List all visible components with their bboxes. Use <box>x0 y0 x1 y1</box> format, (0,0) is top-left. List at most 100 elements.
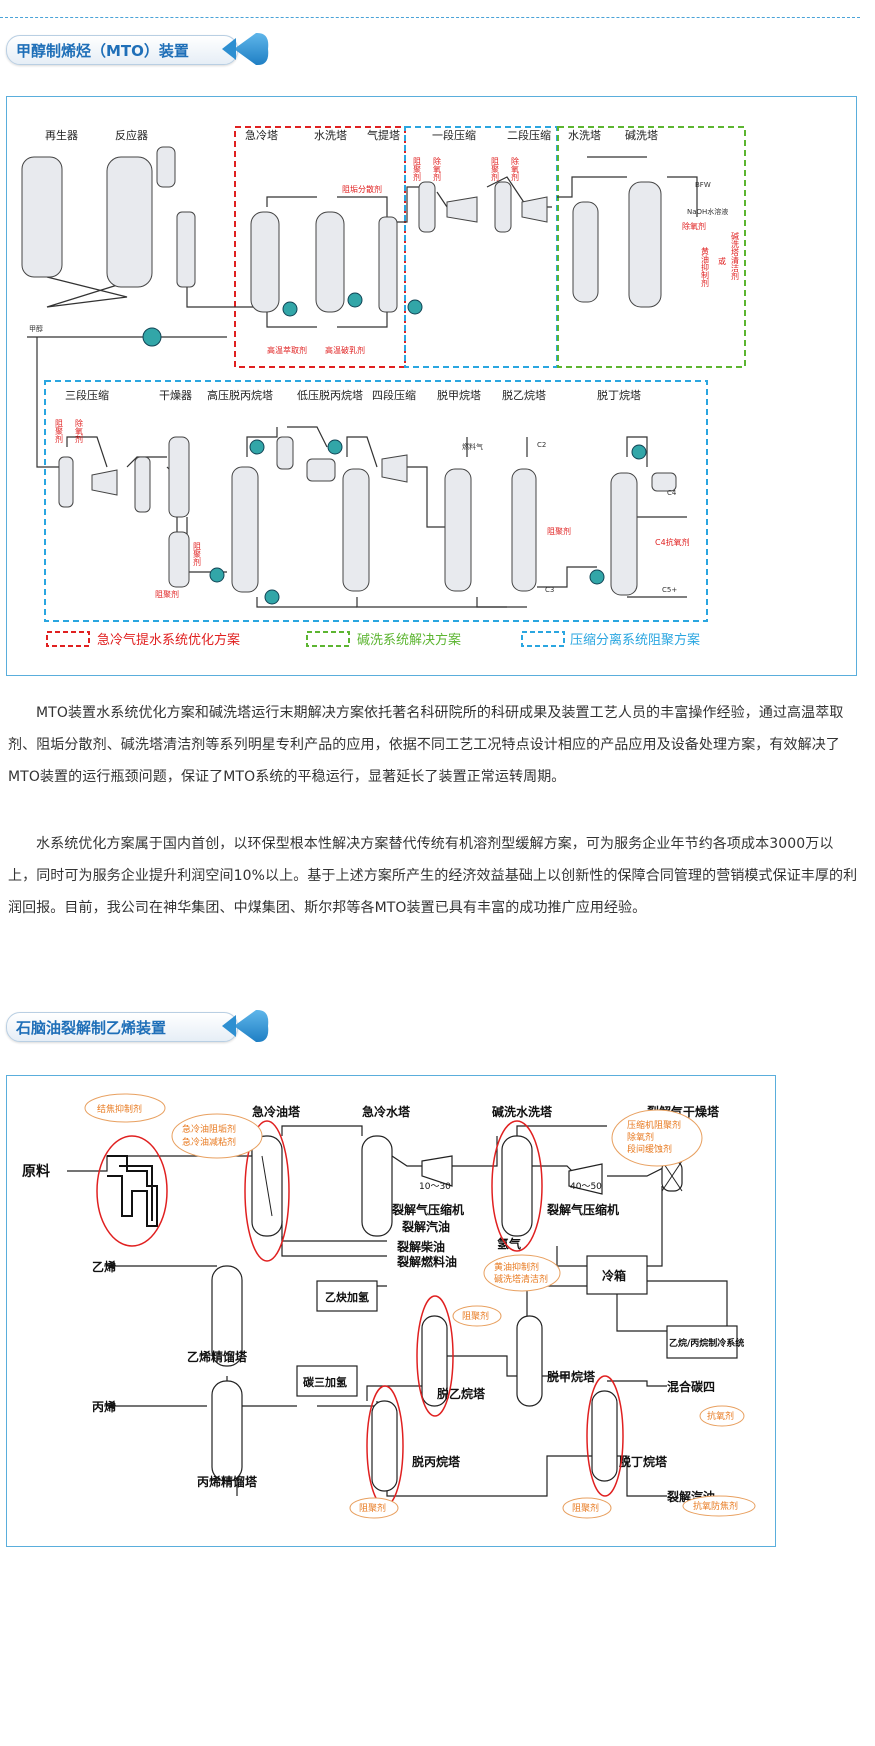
label-quench-tower: 急冷塔 <box>245 128 278 142</box>
bubble-inhibitor-2: 阻聚剂 <box>359 1502 386 1514</box>
label-caustic-tower: 碱洗塔 <box>625 129 658 142</box>
label-reactor: 反应器 <box>115 128 148 142</box>
bubble-inhibitor-3: 阻聚剂 <box>572 1502 599 1514</box>
note-inhibitor-4: 阻聚剂 <box>193 542 202 567</box>
legend-caustic: 碱洗系统解决方案 <box>357 632 461 648</box>
arrow-left-icon <box>222 32 269 66</box>
label-c3: C3 <box>545 586 554 594</box>
note-extractant: 高温萃取剂 <box>267 345 307 355</box>
legend: 急冷气提水系统优化方案 碱洗系统解决方案 压缩分离系统阻聚方案 <box>46 631 700 648</box>
arrow-left-icon <box>222 1009 269 1043</box>
label-regenerator: 再生器 <box>45 128 78 142</box>
label-methanol: 甲醇 <box>29 324 43 333</box>
label-c4: C4 <box>667 489 677 497</box>
label-propylene: 丙烯 <box>92 1399 116 1414</box>
label-depropanizer: 脱丙烷塔 <box>412 1454 461 1469</box>
note-inhibitor-5: 阻聚剂 <box>155 589 179 599</box>
bubble-antioxidant: 抗氧剂 <box>707 1410 734 1422</box>
bubble-yellow-oil: 黄油抑制剂 <box>494 1261 539 1273</box>
note-deoxidant-2: 除氧剂 <box>511 156 520 182</box>
label-compressor-1: 裂解气压缩机 <box>391 1202 464 1217</box>
note-inhibitor-3: 阻聚剂 <box>55 419 64 444</box>
label-deethanizer: 脱乙烷塔 <box>502 388 546 402</box>
label-hp-depropanizer: 高压脱丙烷塔 <box>207 388 273 402</box>
label-compressor-2: 裂解气压缩机 <box>546 1202 619 1217</box>
label-fuel-gas: 燃料气 <box>462 442 483 451</box>
label-stripper: 气提塔 <box>367 128 400 142</box>
note-inhibitor-1: 阻聚剂 <box>413 157 422 182</box>
label-feed: 原料 <box>22 1163 50 1180</box>
note-inhibitor-6: 阻聚剂 <box>547 526 571 536</box>
bubble-quench-viscosity: 急冷油减粘剂 <box>182 1136 236 1148</box>
label-debutanizer: 脱丁烷塔 <box>619 1454 668 1469</box>
note-inhibitor-2: 阻聚剂 <box>491 157 500 182</box>
label-caustic-wash-tower: 碱洗水洗塔 <box>492 1104 553 1119</box>
title-pill <box>6 1012 238 1042</box>
label-stage-ratio-2: 40～50 <box>570 1182 602 1192</box>
label-cold-box: 冷箱 <box>602 1268 626 1283</box>
label-deethanizer: 脱乙烷塔 <box>437 1386 486 1401</box>
label-c2: C2 <box>537 441 546 449</box>
label-lp-depropanizer: 低压脱丙烷塔 <box>297 388 363 402</box>
label-water-wash-2: 水洗塔 <box>568 129 601 142</box>
label-compress-3: 三段压缩 <box>65 388 109 402</box>
label-acetylene-hydro: 乙炔加氢 <box>325 1290 369 1304</box>
note-caustic-cleaner: 碱洗塔清洁剂 <box>731 232 740 281</box>
cracking-furnace-coil <box>107 1155 158 1227</box>
label-bfw: BFW <box>695 181 711 189</box>
label-cracked-gasoline-1: 裂解汽油 <box>401 1219 450 1234</box>
region-compression-1 <box>404 126 558 368</box>
mto-flow-svg: 再生器 反应器 急冷塔 水洗塔 气提塔 一段压缩 二段压缩 水洗塔 碱洗塔 三段… <box>21 126 746 648</box>
note-scale-dispersant: 阻垢分散剂 <box>342 184 382 194</box>
bubble-deoxidant: 除氧剂 <box>627 1131 654 1143</box>
naphtha-cracking-diagram: 急冷油塔 急冷水塔 碱洗水洗塔 裂解气干燥塔 原料 10～30 裂解气压缩机 4… <box>6 1075 776 1547</box>
mto-process-diagram: 再生器 反应器 急冷塔 水洗塔 气提塔 一段压缩 二段压缩 水洗塔 碱洗塔 三段… <box>6 96 857 676</box>
label-naoh: NaOH水溶液 <box>687 207 728 216</box>
label-refrigeration: 乙烷/丙烷制冷系统 <box>669 1337 744 1349</box>
bubble-inhibitor-1: 阻聚剂 <box>462 1310 489 1322</box>
note-c4-antioxidant: C4抗氧剂 <box>655 537 690 547</box>
label-dryer: 干燥器 <box>159 389 192 402</box>
note-deoxidant-1: 除氧剂 <box>433 156 442 182</box>
note-deoxidant-4: 除氧剂 <box>75 418 84 444</box>
label-ethylene-fractionator: 乙烯精馏塔 <box>187 1349 248 1364</box>
title-pill <box>6 35 238 65</box>
label-demethanizer: 脱甲烷塔 <box>547 1369 596 1384</box>
label-compress-1: 一段压缩 <box>432 128 476 142</box>
label-c3-hydro: 碳三加氢 <box>303 1375 347 1389</box>
bubble-compressor-inhibitor: 压缩机阻聚剂 <box>627 1119 681 1131</box>
naphtha-flow-svg: 急冷油塔 急冷水塔 碱洗水洗塔 裂解气干燥塔 原料 10～30 裂解气压缩机 4… <box>22 1093 756 1519</box>
chemical-bubbles: 结焦抑制剂 急冷油阻垢剂 急冷油减粘剂 压缩机阻聚剂 除氧剂 段间缓蚀剂 黄油抑… <box>84 1093 756 1519</box>
label-stage-ratio-1: 10～30 <box>419 1182 451 1192</box>
paragraph-2: 水系统优化方案属于国内首创，以环保型根本性解决方案替代传统有机溶剂型缓解方案，可… <box>8 836 858 916</box>
label-mixed-c4: 混合碳四 <box>667 1379 715 1394</box>
note-demulsifier: 高温破乳剂 <box>325 345 365 355</box>
region-separation <box>44 380 708 622</box>
label-demethanizer: 脱甲烷塔 <box>437 388 481 402</box>
note-deoxidant-3: 除氧剂 <box>682 221 706 231</box>
section-title-mto: 甲醇制烯烃（MTO）装置 <box>6 32 269 66</box>
bubble-caustic-cleaner: 碱洗塔清洁剂 <box>494 1273 548 1285</box>
label-cracked-diesel: 裂解柴油 <box>396 1239 445 1254</box>
bubble-coke-inhibitor: 结焦抑制剂 <box>97 1103 142 1115</box>
note-or: 或 <box>718 256 727 265</box>
region-caustic <box>557 126 746 368</box>
section-title-naphtha: 石脑油裂解制乙烯装置 <box>6 1009 269 1043</box>
legend-separation: 压缩分离系统阻聚方案 <box>570 632 700 648</box>
label-quench-water-tower: 急冷水塔 <box>362 1104 411 1119</box>
label-compress-2: 二段压缩 <box>507 128 551 142</box>
bubble-antioxidant-anticoke: 抗氧防焦剂 <box>693 1500 738 1512</box>
section-title-text: 甲醇制烯烃（MTO）装置 <box>16 42 189 60</box>
label-c5plus: C5+ <box>662 586 677 594</box>
label-quench-oil-tower: 急冷油塔 <box>252 1104 301 1119</box>
top-dashed-divider <box>0 17 860 18</box>
paragraph-1: MTO装置水系统优化方案和碱洗塔运行末期解决方案依托著名科研院所的科研成果及装置… <box>8 705 844 785</box>
label-cracked-fuel-oil: 裂解燃料油 <box>396 1254 457 1269</box>
legend-quench: 急冷气提水系统优化方案 <box>97 632 240 648</box>
label-compress-4: 四段压缩 <box>372 388 416 402</box>
label-water-wash-1: 水洗塔 <box>314 129 347 142</box>
label-ethylene: 乙烯 <box>92 1259 116 1274</box>
note-yellow-oil: 黄油抑制剂 <box>701 246 710 288</box>
bubble-quench-antiscale: 急冷油阻垢剂 <box>182 1123 236 1135</box>
bubble-corrosion-inhibitor: 段间缓蚀剂 <box>627 1143 672 1155</box>
